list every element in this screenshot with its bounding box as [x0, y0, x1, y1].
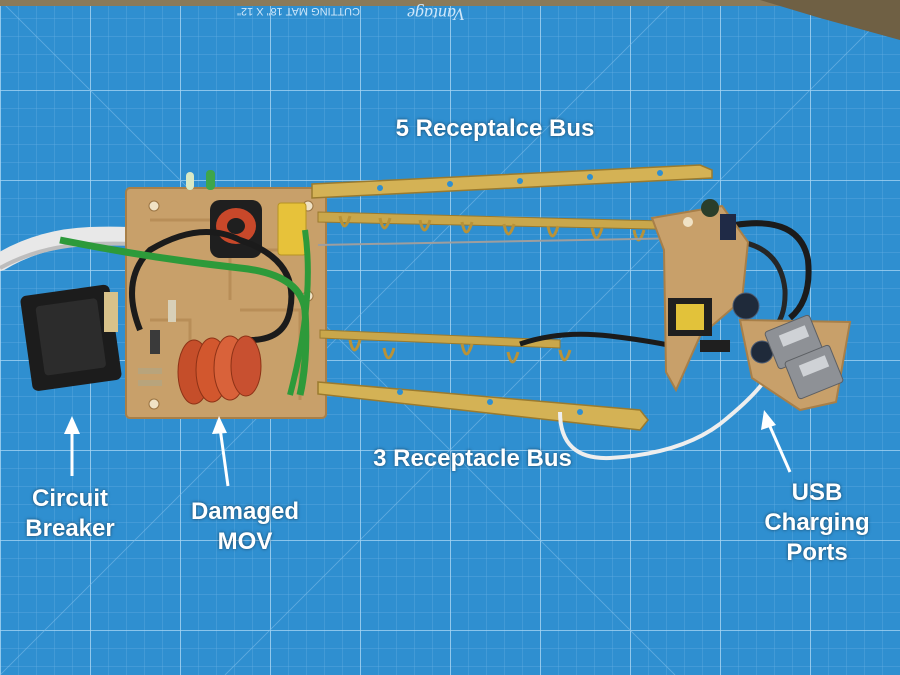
- arrow-usb-ports: [766, 421, 792, 473]
- label-circuit-breaker-line2: Breaker: [25, 515, 115, 542]
- x-capacitor: [277, 202, 307, 256]
- green-ground-wire-2: [287, 229, 311, 396]
- label-usb-line2: Charging: [764, 509, 870, 536]
- mat-brand-text: Vantage: [407, 4, 465, 24]
- circuit-breaker: [20, 284, 122, 391]
- white-wire: [558, 371, 772, 461]
- green-ground-wire: [59, 236, 310, 396]
- mov-varistors: [177, 335, 262, 405]
- indicator-leds: [186, 170, 215, 190]
- usb-ports: [764, 314, 844, 400]
- toroid-inductor: [210, 200, 262, 258]
- three-receptacle-bus: [317, 329, 649, 431]
- label-usb-line1: USB: [791, 479, 843, 506]
- usb-black-wire-2: [734, 220, 812, 321]
- label-usb-line3: Ports: [786, 539, 848, 566]
- mat-cutting-text: CUTTING MAT 18" X 12": [237, 5, 360, 17]
- label-damaged-mov: Damaged MOV: [160, 497, 330, 557]
- arrow-damaged-mov: [218, 427, 230, 487]
- label-usb-charging-ports: USB Charging Ports: [742, 478, 892, 568]
- label-five-receptacle-bus: 5 Receptalce Bus: [395, 115, 595, 142]
- label-damaged-mov-line1: Damaged: [190, 498, 300, 525]
- black-wire-loop: [129, 229, 295, 343]
- label-circuit-breaker: Circuit Breaker: [0, 484, 140, 544]
- ground-corner: [760, 0, 900, 40]
- ground-strip: [0, 0, 900, 6]
- main-pcb: [125, 187, 327, 419]
- five-receptacle-bus: [311, 164, 713, 246]
- label-damaged-mov-line2: MOV: [217, 528, 273, 555]
- label-three-receptacle-bus: 3 Receptacle Bus: [373, 445, 572, 472]
- annotation-arrows: [64, 410, 792, 487]
- small-components: [138, 300, 176, 386]
- label-circuit-breaker-line1: Circuit: [31, 485, 108, 512]
